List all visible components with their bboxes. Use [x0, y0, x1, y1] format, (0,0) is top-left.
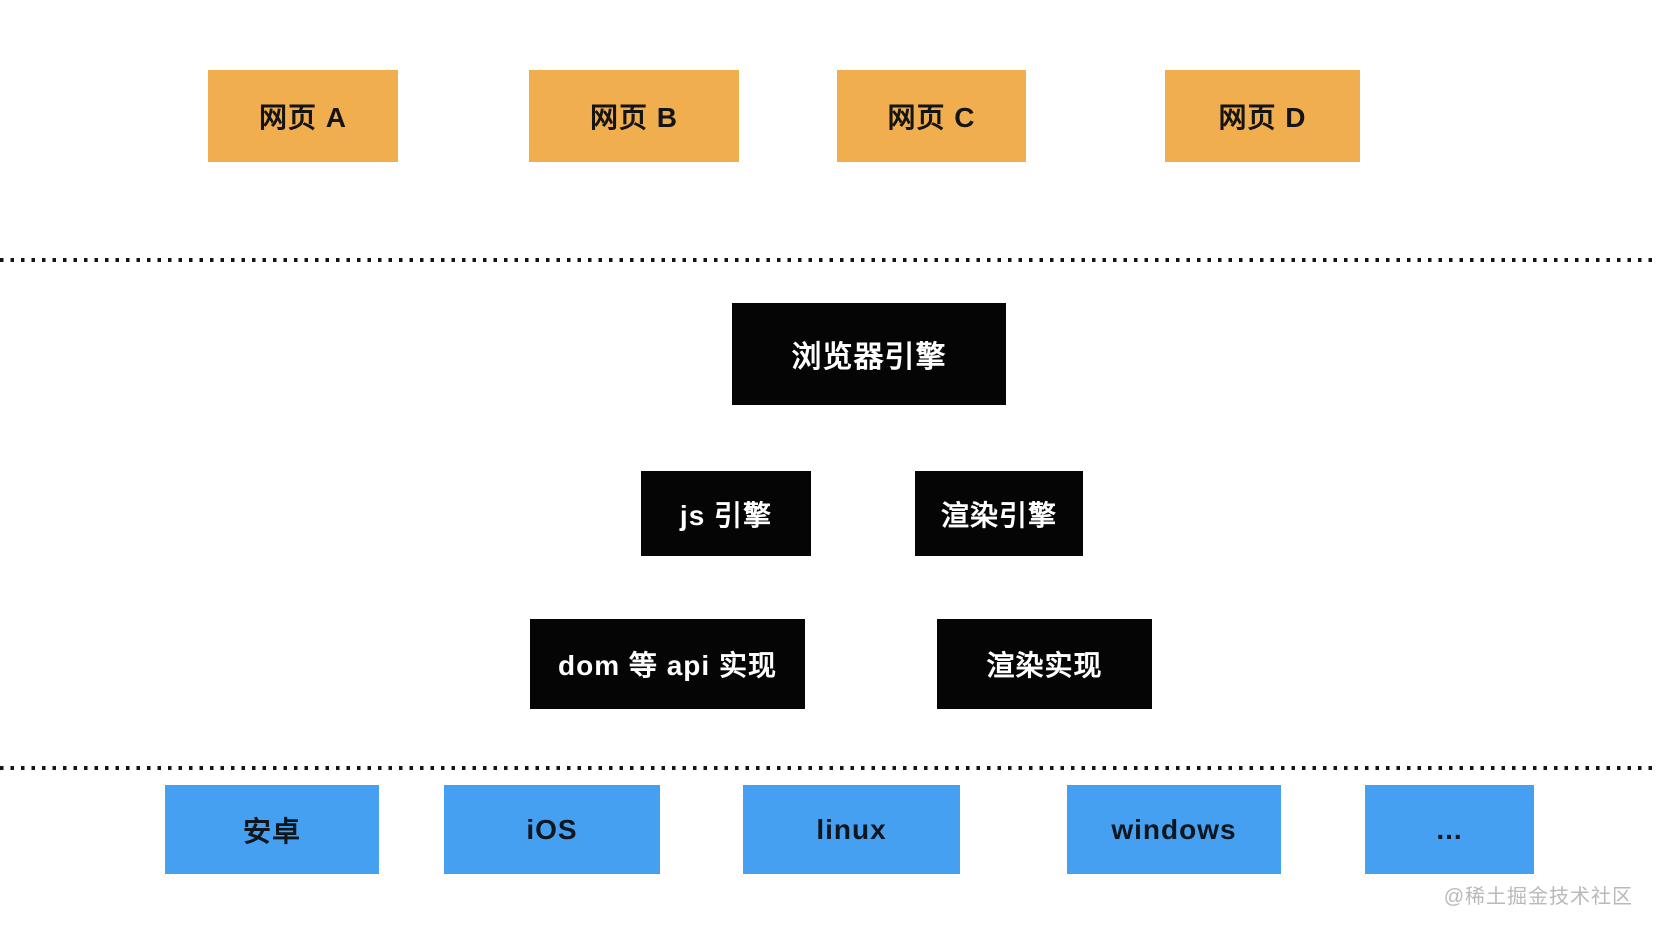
platform-android-box: 安卓	[165, 785, 379, 874]
render-implementation-box: 渲染实现	[937, 619, 1152, 709]
webpage-c-box: 网页 C	[837, 70, 1026, 162]
platform-linux-box: linux	[743, 785, 960, 874]
platform-ellipsis-box: ...	[1365, 785, 1534, 874]
platform-ios-box: iOS	[444, 785, 660, 874]
platform-windows-box: windows	[1067, 785, 1281, 874]
browser-engine-box: 浏览器引擎	[732, 303, 1006, 405]
webpage-b-box: 网页 B	[529, 70, 739, 162]
divider-dotted-top	[0, 258, 1656, 262]
webpage-d-box: 网页 D	[1165, 70, 1360, 162]
divider-dotted-bottom	[0, 766, 1656, 770]
webpage-a-box: 网页 A	[208, 70, 398, 162]
juejin-watermark: @稀土掘金技术社区	[1443, 886, 1633, 908]
js-engine-box: js 引擎	[641, 471, 811, 556]
dom-api-implementation-box: dom 等 api 实现	[530, 619, 805, 709]
render-engine-box: 渲染引擎	[915, 471, 1083, 556]
